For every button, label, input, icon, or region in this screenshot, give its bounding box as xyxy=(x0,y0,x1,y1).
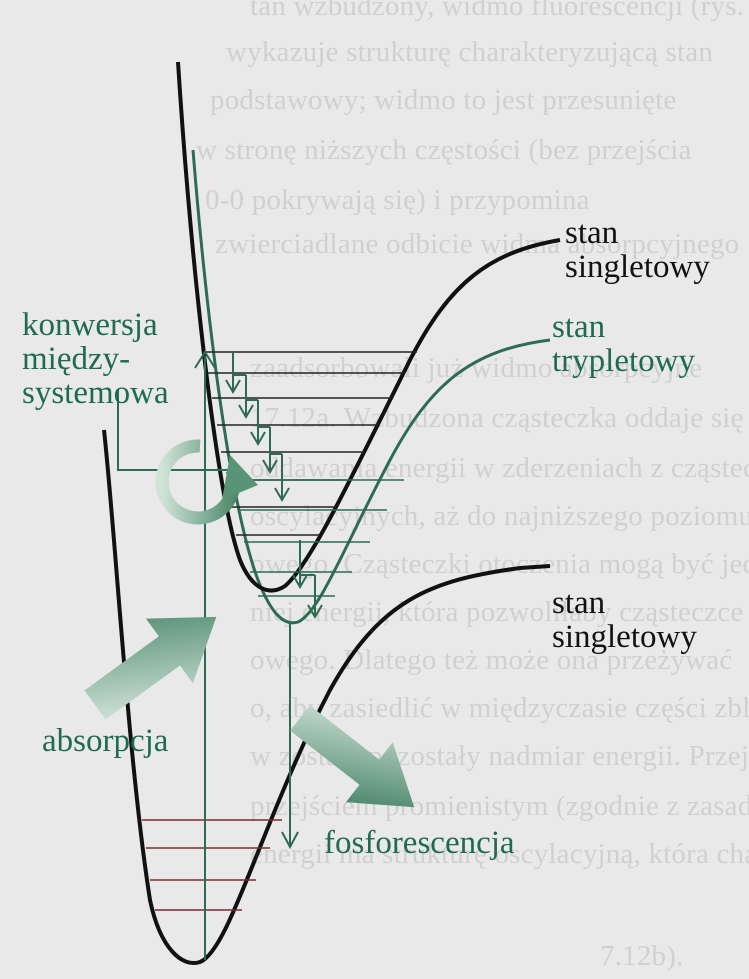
excited-singlet-curve xyxy=(176,61,561,593)
background-text-line: tan wzbudzony, widmo fluorescencji (rys. xyxy=(250,0,745,22)
ground-levels xyxy=(142,819,282,911)
intersystem-connector xyxy=(117,390,235,471)
background-text-line: niej energii, która pozwoliłaby cząstecz… xyxy=(250,596,744,628)
background-text-line: 17.12a. Wzbudzona cząsteczka oddaje się xyxy=(250,402,744,434)
intersystem-label-line3: systemowa xyxy=(22,375,169,411)
excited-singlet-levels xyxy=(203,351,417,536)
ground-singlet-label-line1: stan xyxy=(552,585,606,621)
phosphorescence-label: fosforescencja xyxy=(324,825,515,861)
background-text-line: o, aby zasiedlić w międzyczasie części z… xyxy=(250,692,749,724)
background-text-line: 7.12b). xyxy=(600,940,684,972)
ground-singlet-label: stan singletowy xyxy=(552,586,697,654)
intersystem-label-line2: między- xyxy=(22,341,131,377)
background-text-line: zaadsorbowali już widmo absorpcyjne xyxy=(250,352,703,384)
background-text-line: podstawowy; widmo to jest przesunięte xyxy=(210,84,677,116)
excited-singlet-label-line2: singletowy xyxy=(565,249,710,285)
triplet-label-line2: trypletowy xyxy=(552,343,695,379)
triplet-curve xyxy=(191,149,551,625)
triplet-levels xyxy=(236,479,404,597)
background-text-line: wykazuje strukturę charakteryzującą stan xyxy=(226,36,714,68)
background-text-line: w stronę niższych częstości (bez przejśc… xyxy=(196,134,692,166)
phosphorescence-line xyxy=(281,622,299,850)
intersystem-label-line1: konwersja xyxy=(22,307,158,343)
background-text-line: zwierciadlane odbicie widma absorpcyjneg… xyxy=(215,228,740,260)
ground-singlet-label-line2: singletowy xyxy=(552,619,697,655)
triplet-label-line1: stan xyxy=(552,309,606,345)
background-text-line: oddawania energii w zderzeniach z cząste… xyxy=(250,452,749,484)
triplet-label: stan trypletowy xyxy=(552,310,695,378)
intersystem-crossing-label: konwersja między- systemowa xyxy=(22,308,169,410)
absorption-arrow-icon xyxy=(84,616,217,720)
phosphorescence-arrow-icon xyxy=(290,705,415,808)
background-text-line: 0-0 pokrywają się) i przypomina xyxy=(205,184,590,216)
background-text-line: owego. Dlatego też może ona przeżywać xyxy=(250,644,733,676)
excited-singlet-label: stan singletowy xyxy=(565,216,710,284)
background-text-line: energii ma strukturę oscylacyjną, która … xyxy=(250,838,749,870)
absorption-line xyxy=(194,350,216,960)
absorption-label: absorpcja xyxy=(42,723,169,759)
relaxation-cascade xyxy=(225,353,323,619)
circular-arrow-icon xyxy=(155,439,258,525)
excited-singlet-label-line1: stan xyxy=(565,215,619,251)
background-text-line: przejściem promienistym (zgodnie z zasad… xyxy=(250,790,749,822)
